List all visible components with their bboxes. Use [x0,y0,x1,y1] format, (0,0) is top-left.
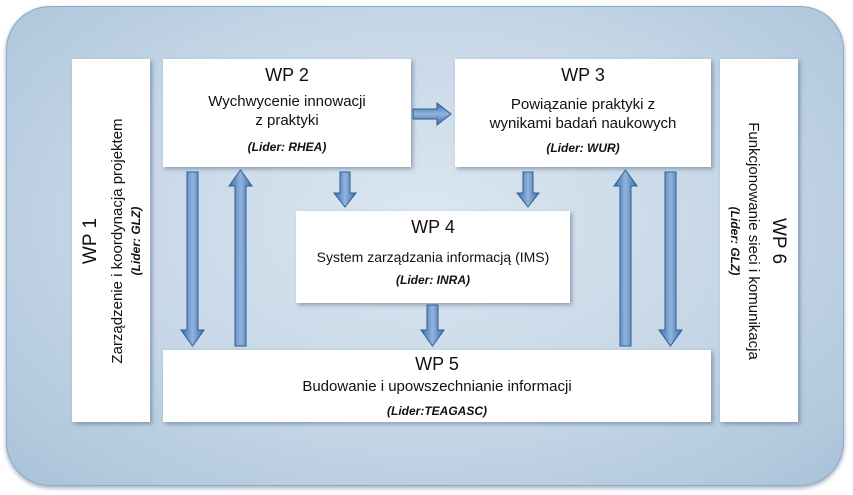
wp1-box: WP 1 Zarządzenie i koordynacja projektem… [72,59,150,422]
wp5-leader: (Lider:TEAGASC) [387,404,487,418]
wp4-leader: (Lider: INRA) [396,273,470,287]
wp1-leader: (Lider: GLZ) [128,206,143,275]
wp3-title: WP 3 [561,65,605,85]
wp2-line1: Wychwycenie innowacji [208,93,366,110]
wp3-leader: (Lider: WUR) [546,141,620,155]
wp3-box: WP 3 Powiązanie praktyki z wynikami bada… [455,59,711,167]
wp2-line2: z praktyki [255,112,319,129]
wp4-box: WP 4 System zarządzania informacją (IMS)… [296,211,570,303]
wp4-title: WP 4 [411,217,455,237]
wp6-leader: (Lider: GLZ) [728,206,743,275]
wp1-description: Zarządzenie i koordynacja projektem [108,117,126,364]
wp6-title: WP 6 [768,217,790,264]
wp3-line2: wynikami badań naukowych [489,115,677,132]
wp3-line1: Powiązanie praktyki z [510,96,656,113]
wp5-title: WP 5 [415,354,459,374]
wp5-box: WP 5 Budowanie i upowszechnianie informa… [163,350,711,422]
wp2-title: WP 2 [265,65,309,85]
wp6-description: Funkcjonowanie sieci i komunikacja [745,121,763,360]
wp5-description: Budowanie i upowszechnianie informacji [302,378,572,395]
wp2-leader: (Lider: RHEA) [247,140,327,154]
wp2-box: WP 2 Wychwycenie innowacji z praktyki (L… [163,59,411,167]
wp4-description: System zarządzania informacją (IMS) [316,249,550,265]
wp1-title: WP 1 [79,217,101,264]
wp6-box: WP 6 Funkcjonowanie sieci i komunikacja … [720,59,798,422]
